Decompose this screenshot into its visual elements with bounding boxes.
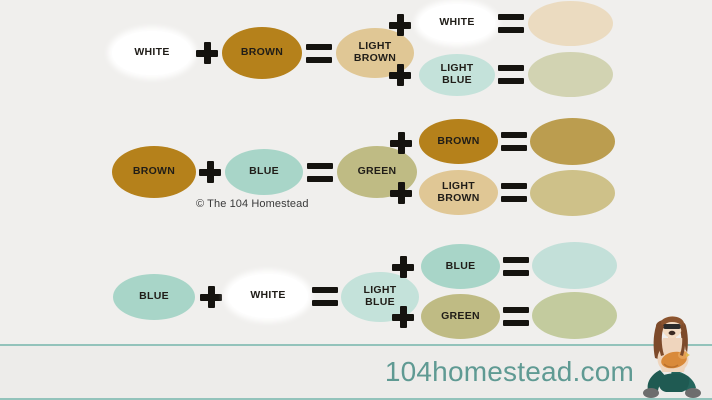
ellipse-label: WHITE <box>439 16 475 29</box>
color-mixing-diagram: WHITE BROWN LIGHT BROWN WHITE <box>0 0 712 346</box>
equals-icon <box>498 65 524 84</box>
result-swatch-pale-blue <box>532 242 617 289</box>
ellipse-label-line2: BROWN <box>437 191 480 204</box>
equation-row-white-brown: WHITE BROWN LIGHT BROWN WHITE <box>0 0 712 110</box>
plus-icon <box>196 42 218 64</box>
plus-icon <box>390 132 412 154</box>
ellipse-label-line2: BLUE <box>442 74 472 86</box>
ellipse-label: BROWN <box>437 134 480 147</box>
ellipse-brown: BROWN <box>419 119 498 164</box>
equation-row-blue-white: BLUE WHITE LIGHT BLUE BLUE <box>0 236 712 346</box>
plus-icon <box>392 256 414 278</box>
ellipse-label: GREEN <box>441 309 480 322</box>
equals-icon <box>503 257 529 276</box>
plus-icon <box>392 306 414 328</box>
ellipse-label: BROWN <box>132 165 176 178</box>
result-swatch-sage-beige <box>528 52 613 97</box>
plus-icon <box>200 286 222 308</box>
ellipse-label: WHITE <box>250 289 286 302</box>
equals-icon <box>306 44 332 63</box>
result-swatch-sage-green <box>532 292 617 339</box>
ellipse-white: WHITE <box>419 4 495 42</box>
result-swatch-cream <box>528 1 613 46</box>
ellipse-label-line1: LIGHT <box>363 284 397 297</box>
ellipse-label-line1: LIGHT <box>358 40 392 53</box>
ellipse-white: WHITE <box>112 31 192 75</box>
ellipse-blue: BLUE <box>225 149 303 195</box>
plus-icon <box>199 161 221 183</box>
ellipse-label-line1: LIGHT <box>442 179 475 192</box>
equals-icon <box>498 14 524 33</box>
ellipse-brown: BROWN <box>112 146 196 198</box>
equals-icon <box>312 287 338 306</box>
ellipse-label-line1: LIGHT <box>440 62 474 75</box>
equals-icon <box>307 163 333 182</box>
ellipse-label: GREEN <box>357 165 397 178</box>
ellipse-label: WHITE <box>134 46 170 59</box>
equals-icon <box>503 307 529 326</box>
ellipse-blue: BLUE <box>113 274 195 320</box>
plus-icon <box>389 64 411 86</box>
ellipse-label-line2: BROWN <box>353 52 397 64</box>
ellipse-blue: BLUE <box>421 244 500 289</box>
ellipse-label: BLUE <box>249 165 279 178</box>
ellipse-light-brown: LIGHT BROWN <box>419 170 498 215</box>
website-url: 104homestead.com <box>384 356 634 387</box>
result-swatch-gold <box>530 118 615 165</box>
copyright-watermark: © The 104 Homestead <box>196 198 309 210</box>
ellipse-label-line2: BLUE <box>365 296 395 308</box>
footer-banner-content: 104homestead.com <box>0 346 712 398</box>
footer-banner: 104homestead.com <box>0 344 712 400</box>
ellipse-brown: BROWN <box>222 27 302 79</box>
plus-icon <box>389 14 411 36</box>
plus-icon <box>390 182 412 204</box>
result-swatch-khaki <box>530 170 615 216</box>
ellipse-light-brown: LIGHT BROWN <box>336 28 414 78</box>
ellipse-label: BLUE <box>139 290 169 303</box>
ellipse-label: BROWN <box>240 46 284 59</box>
woman-with-chicken-illustration <box>643 316 701 398</box>
ellipse-light-blue: LIGHT BLUE <box>419 54 495 96</box>
equals-icon <box>501 183 527 202</box>
equals-icon <box>501 132 527 151</box>
ellipse-label: BLUE <box>445 259 476 272</box>
ellipse-white: WHITE <box>228 274 308 318</box>
equation-row-brown-blue: BROWN BLUE GREEN BROWN <box>0 118 712 228</box>
ellipse-green: GREEN <box>421 294 500 339</box>
